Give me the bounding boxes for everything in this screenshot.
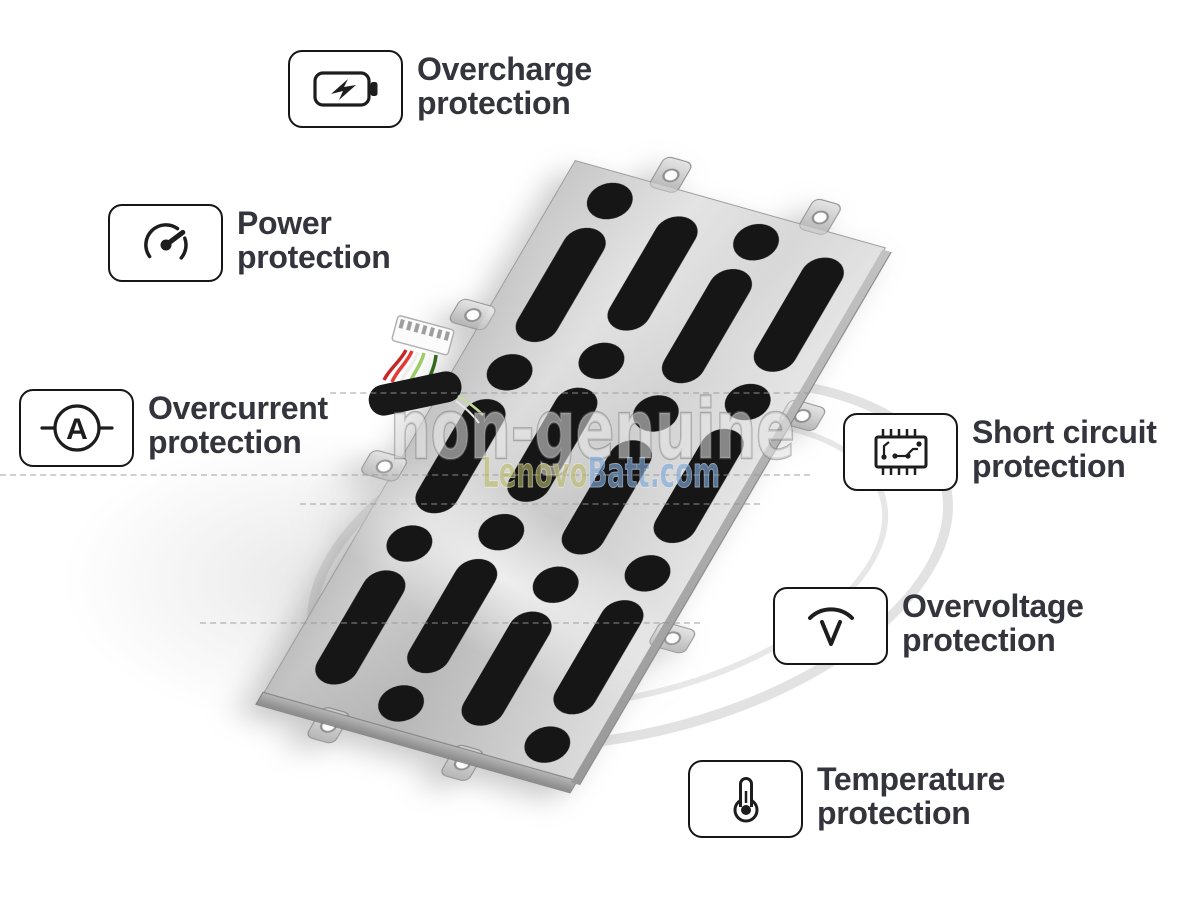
dashed-line [0, 474, 810, 476]
battery-charge-icon [312, 71, 377, 107]
ammeter-letter: A [66, 413, 88, 446]
icon-box [288, 50, 403, 128]
callout-label-line1: Power [237, 205, 332, 241]
callout-power: Power protection [108, 204, 391, 282]
callout-label: Overcurrent protection [148, 389, 328, 459]
callout-label-line2: protection [237, 239, 391, 275]
callout-overvoltage: Overvoltage protection [773, 587, 1084, 665]
callout-label: Overvoltage protection [902, 587, 1084, 657]
dashed-line [330, 392, 810, 394]
ammeter-icon: A [39, 404, 114, 452]
icon-box [773, 587, 888, 665]
callout-label: Temperature protection [817, 760, 1005, 830]
callout-overcharge: Overcharge protection [288, 50, 592, 128]
callout-label-line1: Overcharge [417, 51, 592, 87]
callout-label-line1: Overcurrent [148, 390, 328, 426]
tab-screw-hole [659, 166, 683, 184]
tab-screw-hole [808, 208, 832, 226]
icon-box [688, 760, 803, 838]
callout-overcurrent: A Overcurrent protection [19, 389, 328, 467]
callout-label: Short circuit protection [972, 413, 1157, 483]
icon-box [843, 413, 958, 491]
callout-label-line2: protection [817, 795, 971, 831]
callout-label-line1: Temperature [817, 761, 1006, 797]
callout-label-line2: protection [902, 622, 1056, 658]
circuit-chip-icon [874, 429, 927, 475]
callout-temperature: Temperature protection [688, 760, 1005, 838]
callout-label-line1: Short circuit [972, 414, 1157, 450]
callout-label-line2: protection [972, 448, 1126, 484]
callout-short-circuit: Short circuit protection [843, 413, 1157, 491]
callout-label: Power protection [237, 204, 391, 275]
power-gauge-icon [143, 223, 188, 260]
callout-label-line2: protection [417, 85, 571, 121]
wire-connector [391, 315, 455, 356]
callout-label-line2: protection [148, 424, 302, 460]
icon-box: A [19, 389, 134, 467]
dashed-line [300, 503, 760, 505]
voltage-arc-icon [807, 607, 854, 646]
battery-connector-cable [368, 315, 484, 424]
callout-label-line1: Overvoltage [902, 588, 1084, 624]
dashed-line [200, 622, 700, 624]
icon-box [108, 204, 223, 282]
callout-label: Overcharge protection [417, 50, 592, 120]
cable-sleeve [368, 371, 462, 416]
thermometer-icon [733, 777, 758, 823]
